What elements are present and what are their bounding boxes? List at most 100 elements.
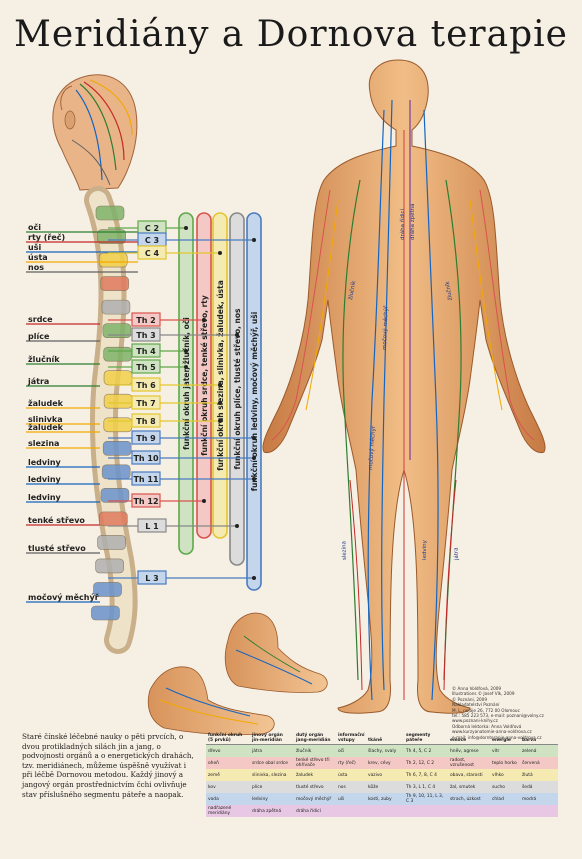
vertebra bbox=[102, 323, 132, 338]
table-cell: zelená bbox=[522, 748, 537, 754]
table-cell: kosti, zuby bbox=[368, 796, 392, 802]
column-header: energie bbox=[490, 728, 520, 745]
table-cell: kov bbox=[208, 784, 216, 790]
vertebra bbox=[100, 488, 130, 503]
connector-dot bbox=[218, 401, 222, 405]
table-cell: šedá bbox=[522, 784, 533, 790]
table-cell: slinivka, slezina bbox=[252, 772, 287, 778]
connector-dot bbox=[252, 456, 256, 460]
table-cell: nos bbox=[338, 784, 346, 790]
table-cell: žal, smutek bbox=[450, 784, 476, 790]
table-cell: Th 2, 12, C 2 bbox=[406, 760, 435, 766]
vertebrae bbox=[91, 205, 133, 621]
channel-bar bbox=[212, 212, 228, 539]
table-cell: oheň bbox=[208, 760, 219, 766]
meridian-label: ledviny bbox=[422, 539, 428, 560]
vertebra bbox=[102, 440, 132, 456]
column-header: emoce bbox=[448, 728, 490, 745]
organ-label: ústa bbox=[28, 253, 48, 262]
organ-label: játra bbox=[27, 377, 49, 386]
segment-box bbox=[131, 377, 161, 392]
head-illustration bbox=[52, 74, 138, 191]
organ-label: žaludek bbox=[28, 423, 64, 432]
segment-label: Th 9 bbox=[136, 434, 156, 443]
credit-line: Illustrations © Josef Vlk, 2009 bbox=[452, 691, 515, 697]
vertebra bbox=[100, 276, 129, 291]
organ-label: plíce bbox=[28, 332, 50, 341]
table-cell: dráha řídicí bbox=[296, 808, 321, 814]
table-cell: Th 4, 5, C 2 bbox=[406, 748, 432, 754]
vertebra bbox=[101, 464, 131, 480]
intro-text: Staré čínské léčebné nauky o pěti prvcíc… bbox=[22, 732, 194, 799]
table-cell: červená bbox=[522, 760, 540, 766]
table-cell: Th 9, 10, 11, L 3, C 3 bbox=[406, 794, 444, 804]
page-title: Meridiány a Dornova terapie bbox=[14, 14, 568, 55]
table-cell: strach, úzkost bbox=[450, 796, 481, 802]
segment-label: C 2 bbox=[145, 224, 159, 233]
channel-label: funkční okruh srdce, tenké střevo, rty bbox=[200, 295, 209, 456]
spine-segment-labels: C 2C 3C 4Th 2Th 3Th 4Th 5Th 6Th 7Th 8Th … bbox=[108, 220, 256, 585]
organ-label: slezina bbox=[28, 439, 59, 448]
meridian-label: slezina bbox=[341, 541, 348, 560]
segment-label: C 4 bbox=[145, 249, 160, 258]
vertebra bbox=[95, 558, 124, 574]
segment-box bbox=[131, 343, 161, 358]
table-cell: oči bbox=[338, 748, 345, 754]
segment-box bbox=[131, 493, 161, 508]
organ-label: uši bbox=[28, 242, 41, 252]
segment-label: Th 12 bbox=[133, 497, 158, 506]
segment-box bbox=[131, 471, 161, 486]
organ-label: močový měchýř bbox=[28, 592, 99, 602]
meridian-label: dráha zpětná bbox=[409, 203, 416, 240]
connector-dot bbox=[184, 226, 188, 230]
channel-bar bbox=[178, 212, 194, 555]
table-cell: dřevo bbox=[208, 748, 221, 754]
table-cell: Th 3, L 1, C 4 bbox=[406, 784, 436, 790]
meridian-label: játra bbox=[453, 547, 460, 561]
connector-dot bbox=[218, 251, 222, 255]
segment-label: Th 5 bbox=[136, 363, 156, 372]
connector-dot bbox=[252, 238, 256, 242]
segment-label: Th 3 bbox=[136, 331, 156, 340]
five-elements-table: funkční okruh (5 prvků) jinový orgán jin… bbox=[206, 728, 558, 817]
vertebra bbox=[98, 252, 128, 268]
segment-label: C 3 bbox=[145, 236, 159, 245]
body-illustration bbox=[262, 59, 546, 714]
table-cell: modrá bbox=[522, 796, 537, 802]
segment-label: Th 10 bbox=[133, 454, 159, 463]
segment-box bbox=[137, 570, 167, 585]
credit-line: www.poznani-knihy.cz bbox=[452, 718, 498, 724]
vertebra bbox=[91, 605, 120, 621]
organ-label: slinivka bbox=[28, 415, 63, 424]
table-cell: močový měchýř bbox=[296, 796, 332, 802]
table-cell: země bbox=[208, 772, 220, 778]
vertebra bbox=[103, 417, 133, 433]
organ-labels: srdceplícežlučníkjátražaludekslinivkažal… bbox=[26, 315, 100, 603]
vertebra bbox=[101, 299, 131, 315]
organ-label: srdce bbox=[28, 315, 53, 324]
channel-bar bbox=[246, 212, 262, 591]
meridian-label: žlučník bbox=[444, 280, 454, 301]
table-cell: sucho bbox=[492, 784, 505, 790]
credit-line: Odborná lektorka: Anna Voldřová bbox=[452, 723, 522, 729]
meridian-label: močový měchýř bbox=[381, 305, 390, 350]
segment-label: L 3 bbox=[145, 574, 158, 583]
table-cell: rty (řeč) bbox=[338, 760, 356, 766]
table-cell: hněv, agrese bbox=[450, 748, 479, 754]
channel-label: funkční okruh plíce, tlusté střevo, nos bbox=[233, 308, 242, 470]
table-cell: chlad bbox=[492, 796, 504, 802]
table-cell: uši bbox=[338, 796, 345, 802]
connector-dot bbox=[184, 349, 188, 353]
table-cell: žlučník bbox=[296, 748, 312, 754]
connector-dot bbox=[252, 576, 256, 580]
table-cell: žlutá bbox=[522, 772, 533, 778]
connector-dot bbox=[252, 477, 256, 481]
meridian-label: dráha řídicí bbox=[399, 208, 406, 240]
column-header: tkáně bbox=[366, 728, 404, 745]
